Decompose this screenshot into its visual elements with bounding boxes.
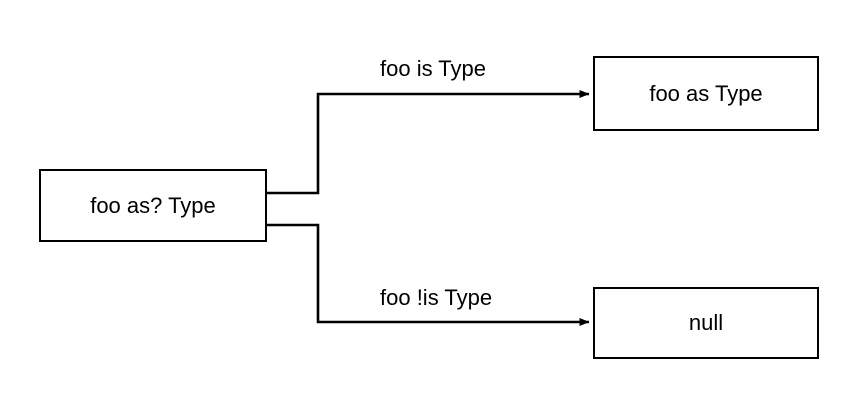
node-source-label: foo as? Type: [90, 192, 216, 218]
edge-true-branch: [267, 90, 590, 195]
node-cast-label: foo as Type: [649, 80, 763, 106]
node-null-result[interactable]: null: [593, 287, 819, 359]
edge-label-false-branch: foo !is Type: [380, 285, 493, 310]
node-null-label: null: [688, 310, 724, 335]
edge-label-true-branch: foo is Type: [380, 56, 486, 81]
edge-false-branch: [267, 223, 590, 326]
node-source-expression[interactable]: foo as? Type: [39, 169, 267, 242]
node-cast-result[interactable]: foo as Type: [593, 56, 819, 131]
